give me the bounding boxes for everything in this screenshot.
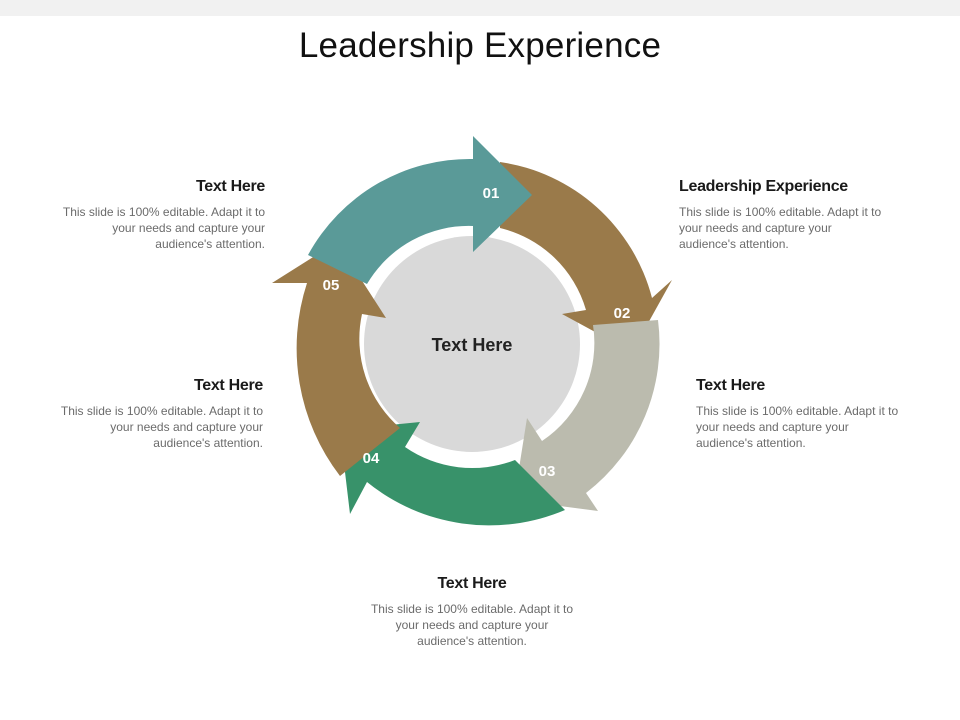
segment-5-arrow [272, 242, 400, 476]
text-block-5: Text Here This slide is 100% editable. A… [53, 178, 265, 252]
text-block-4-heading: Text Here [193, 377, 263, 394]
segment-3-number: 03 [539, 463, 556, 480]
text-block-1: Leadership Experience This slide is 100%… [679, 178, 891, 252]
text-block-5-heading: Text Here [195, 178, 265, 195]
text-block-4: Text Here This slide is 100% editable. A… [51, 377, 263, 451]
text-block-3-heading: Text Here [437, 575, 507, 592]
segment-1-arrow [308, 136, 532, 284]
text-block-4-body: This slide is 100% editable. Adapt it to… [60, 404, 263, 450]
segment-4-arrow [340, 422, 565, 526]
text-block-1-heading: Leadership Experience [679, 178, 848, 195]
segment-4-number: 04 [363, 450, 380, 467]
text-block-1-body: This slide is 100% editable. Adapt it to… [679, 205, 882, 251]
center-disc [364, 236, 580, 452]
top-bar [0, 0, 960, 16]
text-block-3-body: This slide is 100% editable. Adapt it to… [370, 602, 574, 648]
text-block-2-body: This slide is 100% editable. Adapt it to… [696, 404, 899, 450]
text-block-5-body: This slide is 100% editable. Adapt it to… [62, 205, 265, 251]
center-label: Text Here [432, 335, 513, 355]
text-block-3: Text Here This slide is 100% editable. A… [366, 575, 578, 649]
segment-1-number: 01 [483, 185, 500, 202]
segment-2-arrow [500, 162, 672, 352]
text-block-2: Text Here This slide is 100% editable. A… [696, 377, 908, 451]
text-block-2-heading: Text Here [696, 377, 766, 394]
segment-2-number: 02 [614, 305, 631, 322]
page-title: Leadership Experience [298, 26, 662, 65]
segment-5-number: 05 [323, 277, 340, 294]
segment-3-arrow [514, 320, 660, 511]
